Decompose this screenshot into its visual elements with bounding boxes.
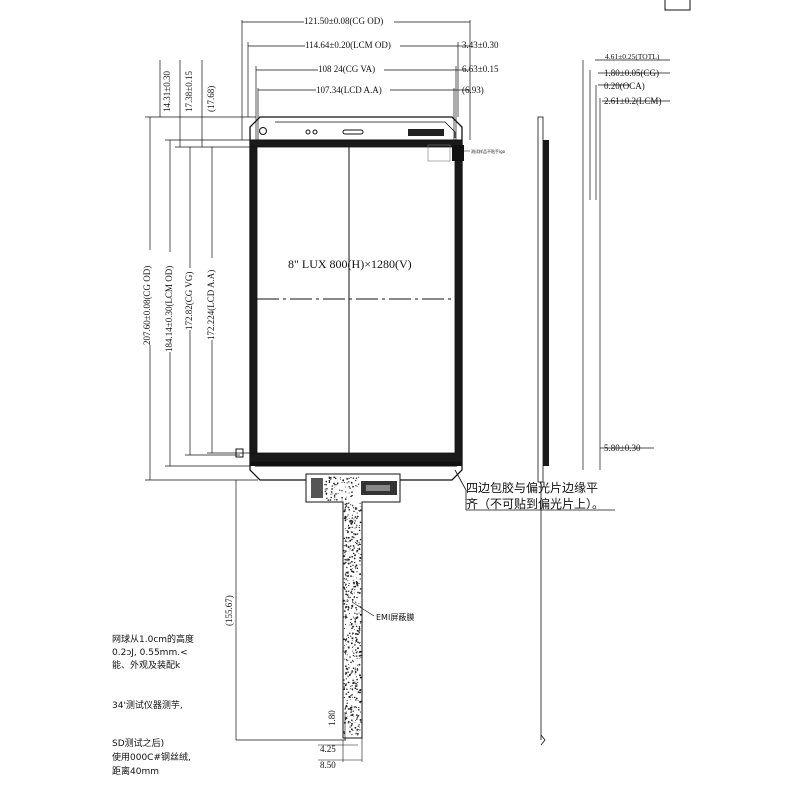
- left-notes: 网球从1.0cm的高度 0.2ↄJ, 0.55mm.< 能、外观及装配k 34'…: [112, 633, 194, 777]
- dim-lcd-aa-height: 172.224(LCD A.A): [206, 270, 216, 340]
- edge-glue-callout: 四边包胶与偏光片边缘平 齐（不可贴到偏光片上）。: [454, 469, 615, 511]
- dim-lcm-od-height: 184.14±0.30(LCM OD): [164, 266, 174, 352]
- dim-cg-od-height: 207.60±0.08(CG OD): [142, 266, 152, 345]
- side-dim-cg: 1.80±0.05(CG): [604, 68, 659, 78]
- fpc-tab-top: [452, 145, 464, 161]
- note-line-1: 网球从1.0cm的高度: [112, 633, 194, 645]
- sensor-dot-1: [305, 129, 311, 135]
- fpc-connector-pad-detail: [366, 485, 390, 491]
- dim-top-offset-1: 14.31±0.30: [162, 71, 172, 112]
- bottom-bezel-band: [250, 462, 462, 466]
- fpc-dim-850: 8.50: [320, 760, 336, 770]
- sensor-dot-2: [312, 129, 318, 135]
- fpc-dim-425: 4.25: [320, 744, 336, 754]
- fpc-length-label: (155.67): [224, 595, 234, 626]
- panel-title: 8" LUX 800(H)×1280(V): [288, 257, 412, 271]
- side-dim-oca: 0.20(OCA): [604, 81, 645, 91]
- note-line-2: 0.2ↄJ, 0.55mm.<: [112, 648, 188, 658]
- note-line-5: SD测试之后): [112, 737, 164, 749]
- side-dim-lcm: 2.61±0.2(LCM): [604, 96, 661, 106]
- note-line-6: 使用000C#钢丝绒,: [112, 751, 191, 763]
- dim-top-offset-2: 17.38±0.15: [184, 71, 194, 112]
- emi-label: EMI屏蔽膜: [376, 612, 414, 622]
- dim-cg-od-width: 121.50±0.08(CG OD): [304, 16, 383, 26]
- lcm-marking-label: [408, 129, 444, 136]
- sheet-border-corner: [664, 0, 691, 11]
- callout-line-2: 齐（不可贴到偏光片上）。: [466, 496, 604, 511]
- note-line-3: 能、外观及装配k: [112, 659, 181, 671]
- top-bezel-recess: [275, 121, 456, 138]
- top-dimension-labels: 121.50±0.08(CG OD) 114.64±0.20(LCM OD) 3…: [304, 14, 499, 95]
- left-dimension-labels: 14.31±0.30 17.38±0.15 (17.68) 207.60±0.0…: [141, 71, 216, 352]
- fpc-test-label: 测试样品不贴手igo: [471, 148, 506, 154]
- emi-shield-pattern: [324, 476, 362, 736]
- dim-cg-va-offset: 6.63±0.15: [462, 64, 499, 74]
- dim-lcd-aa-offset: (6.93): [462, 85, 484, 95]
- side-dim-total: 4.61±0.25(TOTL): [605, 52, 660, 61]
- side-fpc-end: [540, 734, 546, 746]
- dim-top-offset-3: (17.68): [206, 86, 216, 112]
- side-view: 4.61±0.25(TOTL) 1.80±0.05(CG) 0.20(OCA) …: [537, 52, 670, 746]
- dim-cg-va-width: 108 24(CG VA): [318, 64, 375, 74]
- protective-film-tab: [427, 144, 451, 162]
- dim-cg-vg-height: 172.82(CG VG): [184, 272, 194, 330]
- active-area: [256, 146, 456, 454]
- fpc-flex-cable: EMI屏蔽膜 (155.67) 1.80 4.25 8.50: [224, 473, 414, 770]
- callout-line-1: 四边包胶与偏光片边缘平: [466, 480, 598, 495]
- dim-lcm-od-width: 114.64±0.20(LCM OD): [305, 40, 391, 50]
- dim-lcm-offset: 3.43±0.30: [462, 40, 499, 50]
- side-lcm-body: [543, 140, 549, 466]
- side-dim-bottom: 5.80±0.30: [604, 443, 641, 453]
- side-cover-glass: [537, 116, 544, 483]
- speaker-slot: [342, 129, 364, 135]
- front-view: 测试样品不贴手igo 8" LUX 800(H)×1280(V): [235, 116, 506, 481]
- fpc-stiffener-left: [311, 478, 323, 498]
- note-line-4: 34'测试仪器测芋,: [112, 699, 183, 711]
- camera-hole: [259, 127, 267, 135]
- left-dimensions: [145, 60, 258, 481]
- dim-lcd-aa-width: 107.34(LCD A.A): [316, 85, 382, 95]
- note-line-7: 距离40mm: [112, 765, 159, 777]
- emi-leader: [351, 601, 375, 617]
- fpc-dim-180: 1.80: [327, 710, 337, 726]
